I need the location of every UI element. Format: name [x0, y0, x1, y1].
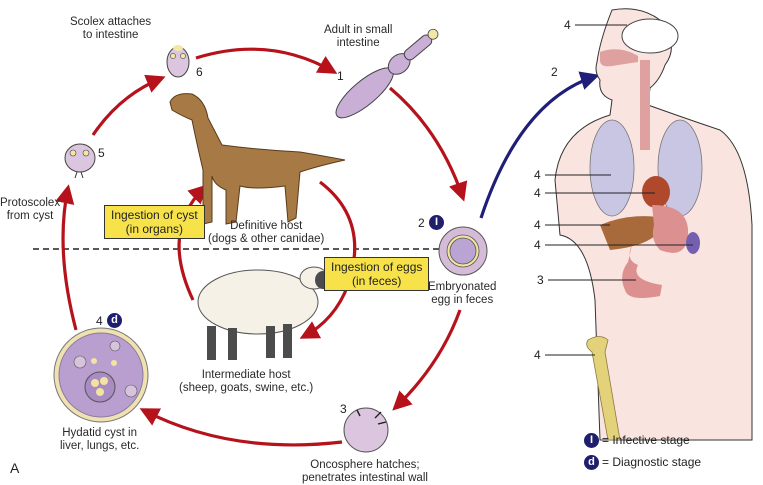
arrow-5-to-6	[91, 74, 166, 136]
organ-label-lung: 4	[534, 168, 541, 182]
arrow-egg-to-human	[479, 71, 600, 219]
diagnostic-legend-badge: d	[584, 455, 599, 471]
legend-infective: I= Infective stage	[584, 433, 690, 449]
stage-6-number: 6	[196, 65, 203, 79]
arrow-2-to-3	[392, 309, 462, 411]
dog-figure	[169, 93, 346, 225]
organ-label-heart: 4	[534, 186, 541, 200]
organ-label-spleen: 4	[534, 238, 541, 252]
egg-figure	[438, 226, 488, 276]
sheep-figure	[197, 266, 331, 360]
stage-5-number: 5	[98, 146, 105, 160]
cycle-arrows	[55, 47, 468, 447]
legend-diagnostic: d= Diagnostic stage	[584, 455, 701, 471]
protoscolex-figure	[64, 143, 96, 179]
stage-1-number: 1	[337, 69, 344, 83]
organ-label-brain: 4	[564, 18, 571, 32]
diagnostic-stage-badge: d	[107, 313, 122, 328]
infective-legend-badge: I	[584, 433, 599, 449]
arrow-3-to-4	[139, 408, 343, 447]
hydatid-cyst-figure	[53, 327, 149, 423]
ingestion-of-eggs-box: Ingestion of eggs(in feces)	[324, 257, 430, 291]
organ-label-liver: 4	[534, 218, 541, 232]
human-entry-number: 2	[551, 65, 558, 79]
stage-3-number: 3	[340, 402, 347, 416]
organ-label-bone: 4	[534, 348, 541, 362]
oncosphere-figure	[343, 407, 389, 453]
stage-2-number: 2	[418, 216, 425, 230]
adult-worm-figure	[335, 28, 439, 119]
organ-label-intestine: 3	[537, 273, 544, 287]
definitive-host-label: Definitive host(dogs & other canidae)	[208, 220, 325, 245]
arrow-1-to-2	[388, 86, 468, 202]
organ-leader-lines	[545, 24, 693, 356]
infective-stage-badge: I	[429, 215, 444, 230]
stage-4-number: 4	[96, 314, 103, 328]
human-body-figure	[554, 8, 753, 441]
arrow-sheep-to-dog	[177, 184, 208, 301]
arrow-6-to-1	[195, 47, 338, 74]
scolex-figure	[166, 45, 190, 78]
ingestion-of-cyst-box: Ingestion of cyst(in organs)	[104, 205, 205, 239]
arrow-4-to-5	[55, 184, 78, 331]
panel-label: A	[10, 460, 20, 476]
intermediate-host-label: Intermediate host(sheep, goats, swine, e…	[179, 369, 314, 394]
stage-3-label: Oncosphere hatches;penetrates intestinal…	[302, 459, 428, 484]
